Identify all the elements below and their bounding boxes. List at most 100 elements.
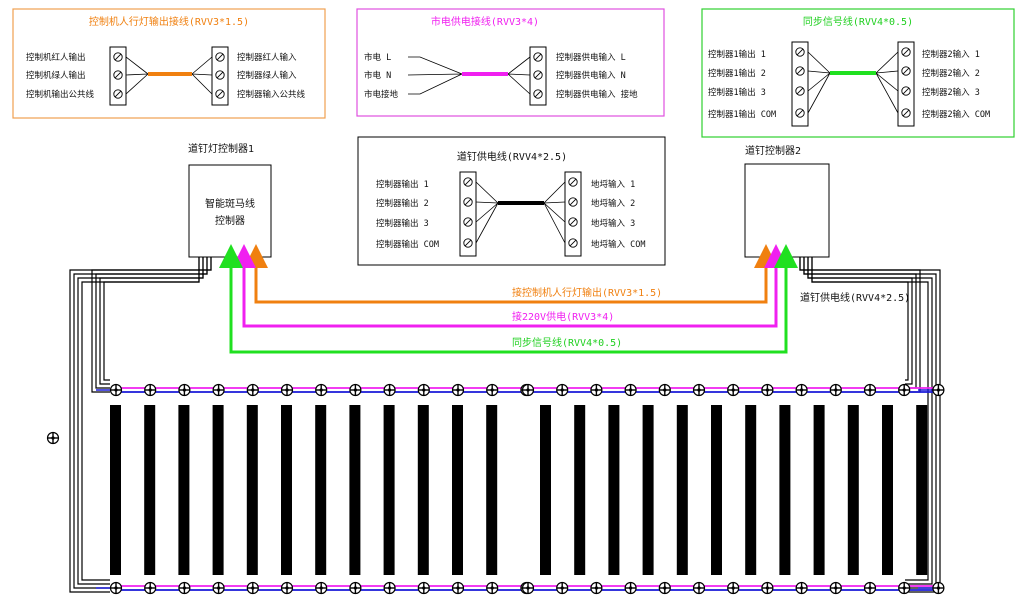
nail-icon [486,581,499,595]
nail-icon [315,383,328,397]
crossing-bar [246,405,258,575]
nail-icon [349,581,362,595]
crossing-bar [383,405,395,575]
screw-icon [215,52,225,62]
panel-signal-left-2: 控制机绿人输出 [26,70,86,81]
screw-icon [463,238,473,248]
panel-signal-left-3: 控制机输出公共线 [26,89,95,100]
nail-icon [46,431,60,445]
panel-signal-left-1: 控制机红人输出 [26,52,86,63]
panel-power-left-1: 市电 L [364,52,391,63]
bundle-wire [811,257,929,581]
bundle-wire [99,257,204,385]
controller-2: 道钉控制器2 [744,144,830,258]
bundle-wire [807,257,913,385]
nail-icon [109,383,123,397]
controller-1-body-line-1: 智能斑马线 [205,197,255,210]
crossing-bar [417,405,429,575]
screw-icon [568,238,578,248]
crossing-bar [540,405,551,575]
screw-icon [568,197,578,207]
nail-icon [658,383,671,397]
screw-icon [113,70,123,80]
screw-icon [113,52,123,62]
nail-icon [692,383,706,397]
nail-icon [556,581,569,595]
nail-icon [692,581,706,595]
cable-green [219,244,798,354]
nail-icon [761,383,774,397]
nail-icon [898,383,911,397]
screw-icon [533,70,543,80]
nail-icon [590,581,603,595]
cable-orange-label: 接控制机人行灯输出(RVV3*1.5) [512,286,662,299]
panel-sync-left-1: 控制器1输出 1 [708,49,766,60]
screw-icon [215,89,225,99]
nail-icon [280,383,294,397]
nail-icon [863,581,877,595]
nail-icon [451,581,465,595]
nail-icon [383,383,396,397]
crossing-bar [608,405,620,575]
screw-icon [795,47,805,57]
bundle-wire [103,257,200,381]
panel-nail-left-3: 控制器输出 3 [376,218,429,229]
crossing-bar [574,405,586,575]
crossing-array [96,383,945,595]
nail-icon [795,581,808,595]
crossing-bar [676,405,688,575]
nail-cable-label: 道钉供电线(RVV4*2.5) [800,291,910,304]
nail-icon [451,383,465,397]
nail-icon [315,581,328,595]
controller-2-caption: 道钉控制器2 [745,144,801,157]
panel-nail-left-2: 控制器输出 2 [376,198,429,209]
nail-icon [349,383,362,397]
nail-icon [932,383,945,397]
controller-1-box [188,164,272,258]
screw-icon [568,217,578,227]
panel-power-title: 市电供电接线(RVV3*4) [431,15,539,28]
panel-sync-left-2: 控制器1输出 2 [708,68,766,79]
nail-icon [46,431,60,445]
cable-green-label: 同步信号线(RVV4*0.5) [512,336,622,349]
screw-icon [463,177,473,187]
controller-1-body-line-2: 控制器 [215,214,245,227]
screw-icon [795,66,805,76]
screw-icon [533,52,543,62]
nail-icon [280,581,294,595]
panel-sync-right-3: 控制器2输入 3 [922,87,980,98]
panel-nail-power-wiring: 道钉供电线(RVV4*2.5) 控制器输出 1 控制器输出 2 控制器输出 3 … [357,136,666,266]
panel-power-left-2: 市电 N [364,70,391,81]
panel-signal-right-2: 控制器绿人输入 [237,70,297,81]
crossing-bar [178,405,190,575]
screw-icon [215,70,225,80]
crossing-bar [349,405,361,575]
nail-icon [417,383,430,397]
crossing-bar [745,405,757,575]
nail-icon [521,383,535,397]
panel-nail-right-1: 地埒输入 1 [591,179,635,190]
crossing-bar [847,405,859,575]
crossing-bar [882,405,893,575]
screw-icon [795,108,805,118]
nail-icon [829,581,842,595]
nail-icon [556,383,569,397]
nail-icon [144,383,157,397]
nail-power-bundles [69,257,941,593]
screw-icon [901,86,911,96]
screw-icon [901,47,911,57]
panel-sync-wiring: 同步信号线(RVV4*0.5) 控制器1输出 1 控制器1输出 2 控制器1输出… [701,8,1015,138]
screw-icon [568,177,578,187]
panel-sync-left-3: 控制器1输出 3 [708,87,766,98]
crossing-bar [144,405,156,575]
panel-power-left-3: 市电接地 [364,89,399,100]
bundle-wire [69,257,212,593]
controller-2-box [744,163,830,258]
nail-icon [795,383,808,397]
nail-icon [246,383,259,397]
crossing-bar [711,405,722,575]
terminal-block-sync-right [897,41,915,127]
crossing-bar [452,405,463,575]
nail-icon [417,581,430,595]
